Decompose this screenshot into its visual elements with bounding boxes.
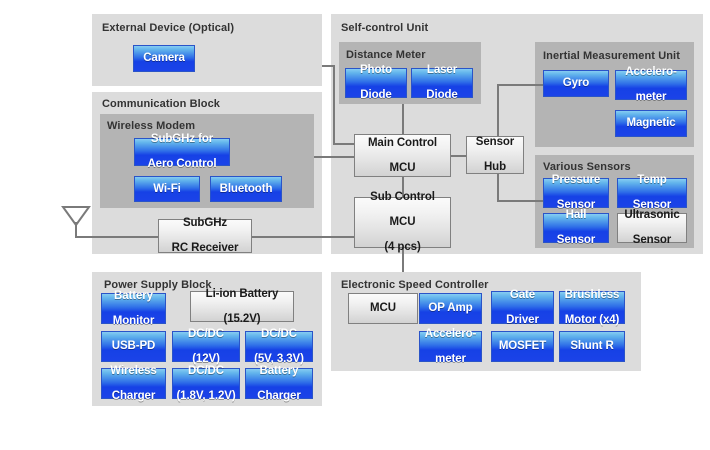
- line-sensorhub-down: [497, 165, 499, 202]
- block-liion-battery[interactable]: Li-ion Battery (15.2V): [190, 288, 294, 325]
- block-sensor-hub[interactable]: Sensor Hub: [466, 136, 524, 174]
- panel-communication-block-title: Communication Block: [102, 98, 221, 110]
- block-battery-monitor-label: Battery Monitor: [112, 289, 155, 327]
- block-sensor-hub-label: Sensor Hub: [475, 136, 515, 174]
- block-wifi-label: Wi-Fi: [153, 182, 181, 195]
- block-laser-diode-label: Laser Diode: [426, 64, 458, 102]
- block-usb-pd[interactable]: USB-PD: [101, 331, 166, 362]
- line-camera-v: [333, 65, 335, 145]
- line-mcu-to-sensorhub: [450, 155, 468, 157]
- panel-distance-meter-title: Distance Meter: [346, 49, 426, 61]
- block-laser-diode[interactable]: Laser Diode: [411, 64, 473, 101]
- block-temp-sensor[interactable]: Temp Sensor: [617, 174, 687, 211]
- block-hall-sensor-label: Hall Sensor: [556, 209, 596, 247]
- panel-power-supply-block-title: Power Supply Block: [104, 279, 212, 291]
- block-shunt-r-label: Shunt R: [570, 340, 614, 353]
- block-ultrasonic-sensor[interactable]: Ultrasonic Sensor: [617, 209, 687, 246]
- block-temp-sensor-label: Temp Sensor: [632, 174, 672, 212]
- block-accelerometer-label: Accelero- meter: [625, 66, 677, 104]
- block-wireless-charger[interactable]: Wireless Charger: [101, 365, 166, 402]
- block-esc-mcu-label: MCU: [370, 302, 396, 315]
- panel-external-device: [92, 14, 322, 86]
- block-bluetooth-label: Bluetooth: [219, 182, 273, 195]
- block-camera[interactable]: Camera: [133, 45, 195, 72]
- block-wireless-charger-label: Wireless Charger: [110, 364, 157, 402]
- line-sensorhub-up: [497, 84, 499, 146]
- block-subghz-aero-control[interactable]: SubGHz for Aero Control: [134, 133, 230, 170]
- panel-external-device-title: External Device (Optical): [102, 22, 235, 34]
- block-esc-accelerometer[interactable]: Accelero- meter: [419, 328, 482, 365]
- line-camera-h1: [322, 65, 335, 67]
- block-esc-mcu[interactable]: MCU: [348, 293, 418, 324]
- panel-self-control-unit-title: Self-control Unit: [341, 22, 429, 34]
- block-battery-charger[interactable]: Battery Charger: [245, 365, 313, 402]
- block-subghz-aero-control-label: SubGHz for Aero Control: [147, 133, 217, 171]
- block-gate-driver[interactable]: Gate Driver: [491, 288, 554, 326]
- panel-various-sensors-title: Various Sensors: [543, 161, 631, 173]
- line-rcreceiver-to-submcu: [250, 236, 355, 238]
- block-esc-accelerometer-label: Accelero- meter: [424, 327, 477, 365]
- line-distance-meter-to-mcu: [402, 104, 404, 134]
- block-camera-label: Camera: [143, 52, 185, 65]
- block-photo-diode-label: Photo Diode: [359, 64, 393, 102]
- block-gyro-label: Gyro: [562, 77, 590, 90]
- line-antenna-to-rcreceiver: [75, 236, 170, 238]
- block-sub-control-mcu[interactable]: Sub Control MCU (4 pcs): [354, 191, 451, 253]
- line-camera-h2: [333, 143, 355, 145]
- block-dcdc-12v-label: DC/DC (12V): [188, 327, 224, 365]
- line-main-to-sub-mcu: [402, 176, 404, 198]
- antenna-icon: [61, 206, 91, 227]
- block-photo-diode[interactable]: Photo Diode: [345, 64, 407, 101]
- block-battery-charger-label: Battery Charger: [257, 364, 301, 402]
- block-battery-monitor[interactable]: Battery Monitor: [101, 290, 166, 327]
- block-main-control-mcu-label: Main Control MCU: [367, 136, 438, 174]
- line-antenna-stem: [75, 222, 77, 238]
- panel-wireless-modem-title: Wireless Modem: [107, 120, 196, 132]
- block-magnetic-label: Magnetic: [626, 117, 676, 130]
- block-subghz-rc-receiver[interactable]: SubGHz RC Receiver: [158, 217, 252, 255]
- block-liion-battery-label: Li-ion Battery (15.2V): [205, 287, 279, 325]
- block-wifi[interactable]: Wi-Fi: [134, 176, 200, 202]
- block-dcdc-5v[interactable]: DC/DC (5V, 3.3V): [245, 328, 313, 365]
- block-op-amp[interactable]: OP Amp: [419, 293, 482, 324]
- block-op-amp-label: OP Amp: [428, 302, 473, 315]
- panel-imu-title: Inertial Measurement Unit: [543, 50, 680, 62]
- block-shunt-r[interactable]: Shunt R: [559, 331, 625, 362]
- block-brushless-motor-label: Brushless Motor (x4): [564, 288, 620, 326]
- block-usb-pd-label: USB-PD: [111, 340, 156, 353]
- block-dcdc-18v[interactable]: DC/DC (1.8V, 1.2V): [172, 365, 240, 402]
- block-subghz-rc-receiver-label: SubGHz RC Receiver: [171, 217, 239, 255]
- line-submcu-to-esc: [402, 248, 404, 276]
- block-brushless-motor[interactable]: Brushless Motor (x4): [559, 288, 625, 326]
- block-bluetooth[interactable]: Bluetooth: [210, 176, 282, 202]
- block-dcdc-12v[interactable]: DC/DC (12V): [172, 328, 240, 365]
- line-modem-to-mcu: [314, 156, 355, 158]
- block-main-control-mcu[interactable]: Main Control MCU: [354, 134, 451, 177]
- block-gyro[interactable]: Gyro: [543, 70, 609, 97]
- block-ultrasonic-sensor-label: Ultrasonic Sensor: [624, 209, 680, 247]
- block-dcdc-5v-label: DC/DC (5V, 3.3V): [254, 327, 304, 365]
- block-pressure-sensor[interactable]: Pressure Sensor: [543, 174, 609, 211]
- block-accelerometer[interactable]: Accelero- meter: [615, 66, 687, 103]
- block-gate-driver-label: Gate Driver: [506, 288, 539, 326]
- block-mosfet-label: MOSFET: [498, 340, 547, 353]
- line-sensorhub-to-varsensors: [497, 200, 543, 202]
- panel-esc-title: Electronic Speed Controller: [341, 279, 489, 291]
- block-sub-control-mcu-label: Sub Control MCU (4 pcs): [370, 191, 435, 254]
- block-magnetic[interactable]: Magnetic: [615, 110, 687, 137]
- block-mosfet[interactable]: MOSFET: [491, 331, 554, 362]
- block-hall-sensor[interactable]: Hall Sensor: [543, 209, 609, 246]
- block-dcdc-18v-label: DC/DC (1.8V, 1.2V): [176, 364, 236, 402]
- line-sensorhub-to-imu: [497, 84, 543, 86]
- block-pressure-sensor-label: Pressure Sensor: [551, 174, 601, 212]
